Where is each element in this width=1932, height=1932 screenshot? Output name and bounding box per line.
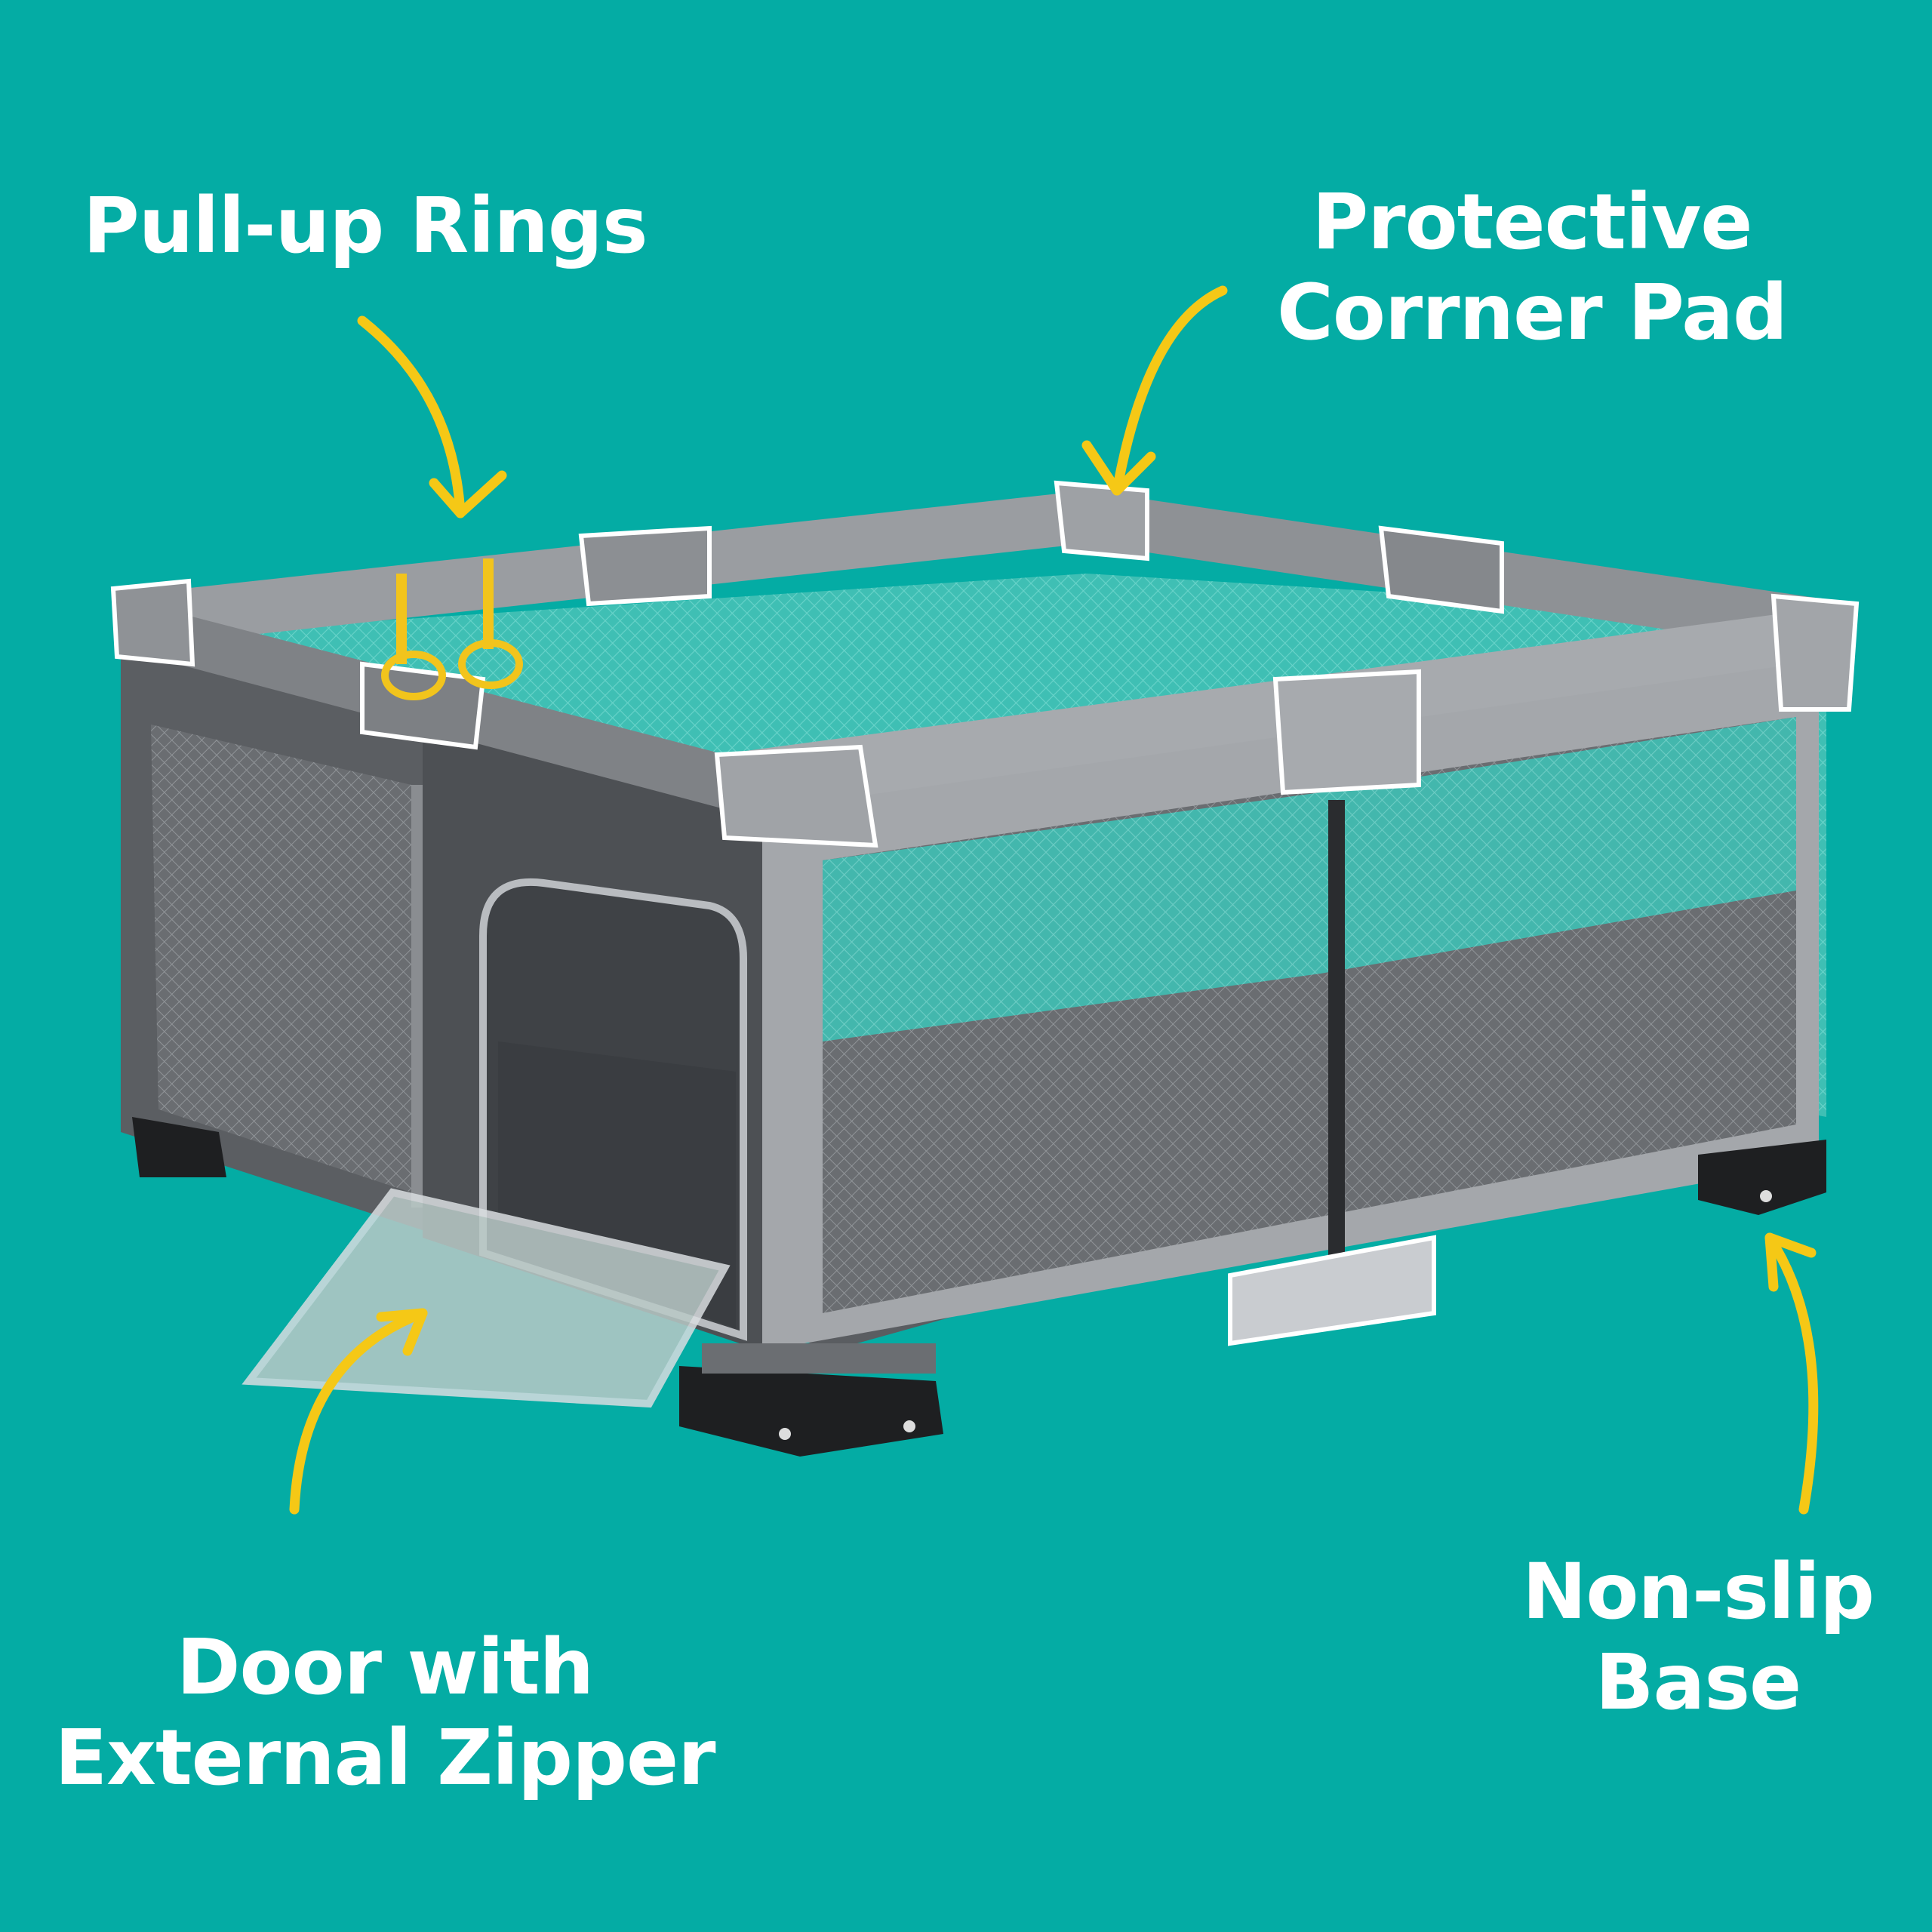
top-rails (110, 480, 1860, 848)
callout-corner-pad: Protective Corrner Pad (1238, 177, 1826, 359)
callout-non-slip-base-line-2: Base (1595, 1638, 1801, 1728)
callout-arrows (289, 285, 1819, 1515)
arrow-door (289, 1308, 428, 1515)
arrow-corner (1112, 285, 1228, 496)
callout-pull-up-rings: Pull-up Rings (83, 181, 648, 272)
pull-up-rings (381, 558, 523, 700)
callout-door: Door with External Zipper (45, 1623, 724, 1804)
arrow-base (1764, 1232, 1819, 1515)
callout-door-line-2: External Zipper (54, 1713, 715, 1804)
callout-pull-up-rings-line-1: Pull-up Rings (83, 181, 648, 271)
front-wall (762, 649, 1819, 1351)
door-flap (242, 1188, 731, 1408)
left-side-wall (121, 619, 425, 1230)
non-slip-feet (132, 1117, 1826, 1457)
callout-corner-pad-line-2: Corrner Pad (1276, 268, 1788, 358)
callout-corner-pad-line-1: Protective (1312, 177, 1753, 267)
arrow-rings (357, 315, 466, 518)
callout-non-slip-base-line-1: Non-slip (1521, 1547, 1875, 1637)
callout-non-slip-base: Non-slip Base (1502, 1547, 1894, 1729)
callout-door-line-1: Door with (176, 1623, 594, 1712)
